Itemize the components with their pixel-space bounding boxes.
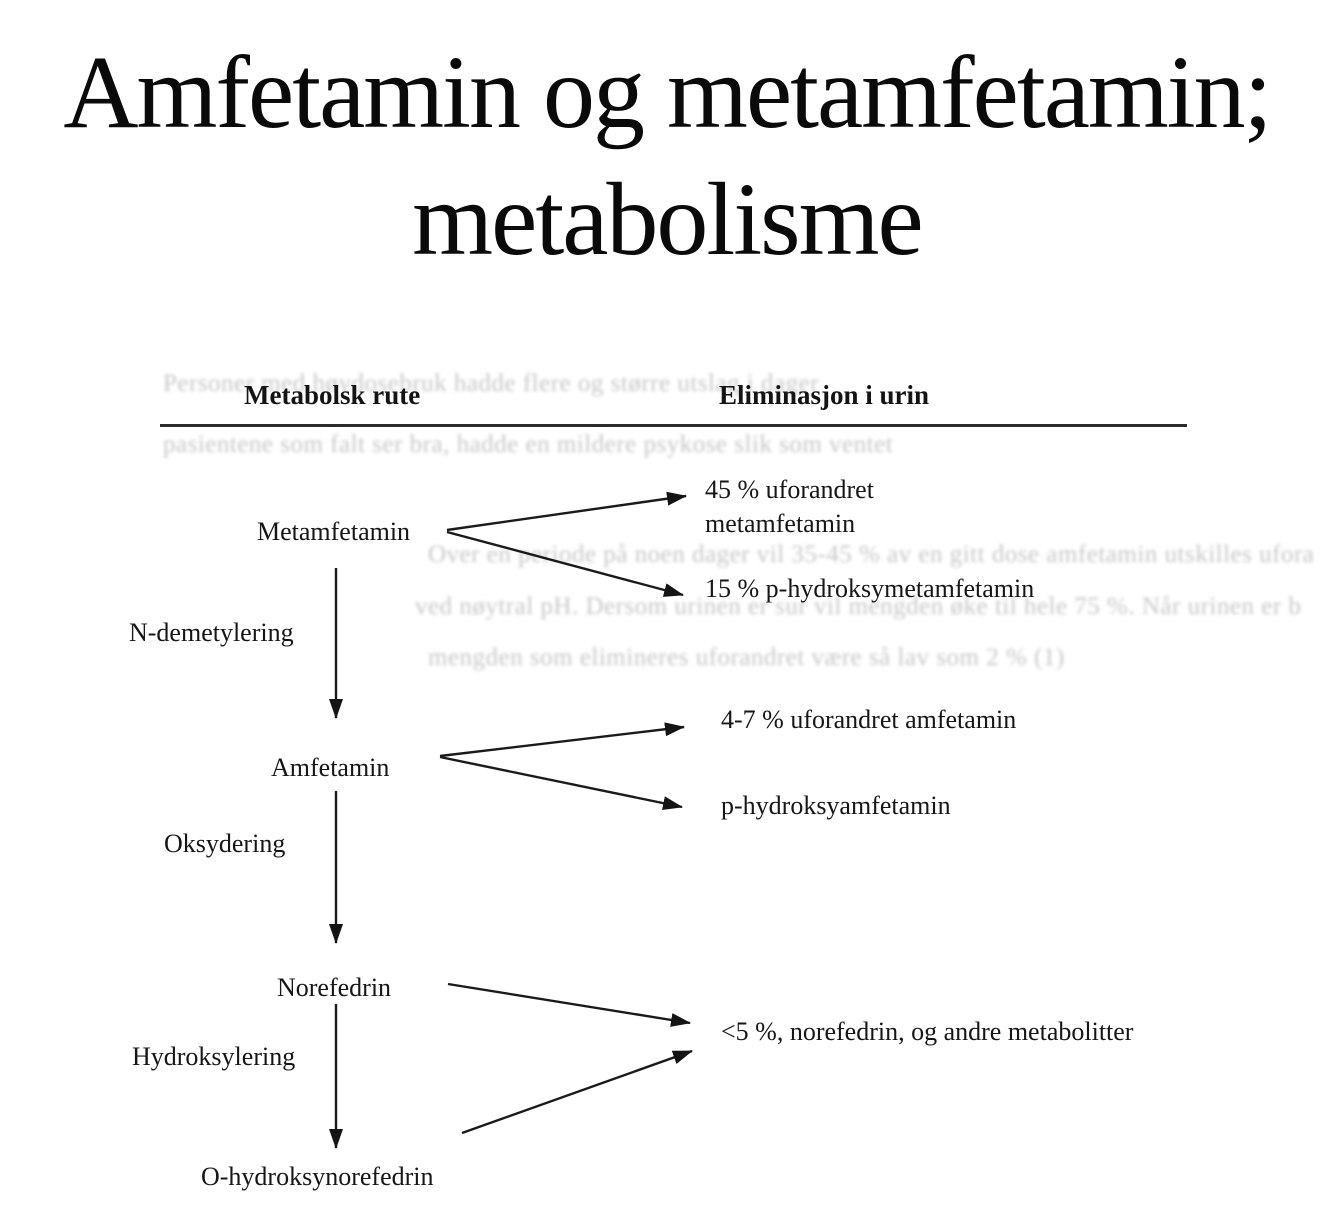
node-norefedrin: Norefedrin (277, 973, 392, 1002)
slide-title-line1: Amfetamin og metamfetamin; (63, 35, 1272, 150)
node-o-hydroksynorefedrin: O-hydroksynorefedrin (201, 1162, 434, 1191)
reaction-label-n-demetylering: N-demetylering (129, 618, 294, 647)
elimination-met-unchanged-line2: metamfetamin (705, 508, 856, 538)
arrow-norefedrin-to-5pct (447, 982, 691, 1027)
scan-bleed-line: Personer med høydosebruk hadde flere og … (163, 370, 820, 397)
node-metamfetamin: Metamfetamin (257, 517, 411, 546)
scan-bleed-line: pasientene som falt ser bra, hadde en mi… (163, 431, 894, 458)
elimination-met-p-hydroksymetamfetamin: 15 % p-hydroksymetamfetamin (705, 574, 1035, 603)
reaction-label-hydroksylering: Hydroksylering (132, 1042, 296, 1071)
scan-bleed-line: mengden som elimineres uforandret være s… (428, 644, 1065, 671)
elimination-met-unchanged: 45 % uforandret metamfetamin (705, 473, 874, 541)
slide-title-line2: metabolisme (412, 161, 923, 277)
elimination-norefedrin-other-metabolites: <5 %, norefedrin, og andre metabolitter (721, 1017, 1134, 1046)
elimination-amf-p-hydroksyamfetamin: p-hydroksyamfetamin (721, 791, 951, 820)
column-header-elimination-urine: Eliminasjon i urin (719, 380, 930, 410)
arrow-ohydroksy-to-5pct (461, 1049, 693, 1135)
arrow-amf-to-phydroksy (439, 755, 683, 811)
arrow-met-to-45pct (446, 491, 687, 532)
arrow-amf-to-4-7pct (439, 722, 685, 758)
column-header-metabolic-route: Metabolsk rute (244, 380, 421, 410)
reaction-label-oksydering: Oksydering (164, 829, 286, 858)
scan-bleed-line: Over en periode på noen dager vil 35-45 … (428, 541, 1315, 568)
slide-title: Amfetamin og metamfetamin; metabolisme (0, 30, 1334, 284)
elimination-amf-unchanged: 4-7 % uforandret amfetamin (721, 705, 1017, 734)
node-amfetamin: Amfetamin (271, 753, 390, 782)
scan-bleed-line: ved nøytral pH. Dersom urinen er sur vil… (415, 593, 1302, 620)
elimination-met-unchanged-line1: 45 % uforandret (705, 475, 874, 504)
header-divider-rule (160, 424, 1187, 427)
